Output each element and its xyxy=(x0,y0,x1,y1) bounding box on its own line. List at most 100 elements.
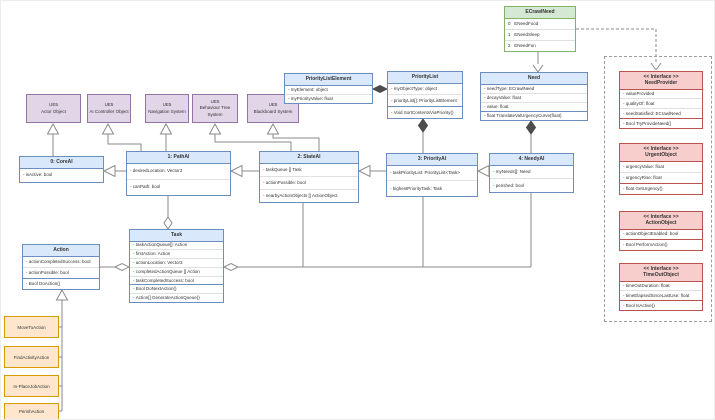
class-need: Need needType: ECrawlNeeddecayValue: flo… xyxy=(480,72,588,121)
class-title: FindActivityAction xyxy=(13,354,50,360)
member-row: decayValue: float xyxy=(481,92,587,102)
attr-list: actionObjectEnabled: bool xyxy=(620,228,702,240)
edge-action-task-aggregation xyxy=(100,262,131,272)
class-title: PerishAction xyxy=(18,409,45,414)
member-row: Void SortContentsViaPriority() xyxy=(388,107,462,118)
member-row: myPriorityValue: float xyxy=(285,93,372,103)
class-prioritylist: PriorityList myObjectType: objectpriorit… xyxy=(387,71,463,119)
class-title: 0: CoreAI xyxy=(20,157,103,168)
member-row: timeElapsedSinceLastUse: float xyxy=(620,290,702,300)
member-row: actionCompletedSuccess: bool xyxy=(23,257,99,267)
edge-coreai-inherits-actorobject xyxy=(46,122,60,156)
interface-name: TimeOutObject xyxy=(643,272,679,279)
member-row: completedActionQueue [] Action xyxy=(130,266,223,276)
attr-list: timeOutDuration: floattimeElapsedSinceLa… xyxy=(620,280,702,301)
member-row: highestPriorityTask: Task xyxy=(387,180,477,196)
edge-prioritylist-contains-element xyxy=(371,84,389,94)
member-row: myElement: object xyxy=(285,86,372,94)
class-action: Action actionCompletedSuccess: boolactio… xyxy=(22,244,100,290)
ue5-name: Behaviour Tree System xyxy=(199,105,231,117)
class-title: Need xyxy=(481,73,587,84)
ue5-org: UE5 xyxy=(210,99,220,105)
attr-list: isActive: bool xyxy=(20,167,103,183)
class-title: PriorityList xyxy=(388,72,462,83)
class-title: 1: PathAI xyxy=(127,152,230,163)
class-title: Task xyxy=(130,230,223,241)
member-row: actionLocation: Vector3 xyxy=(130,258,223,267)
ue5-name: Navigation System xyxy=(148,108,186,114)
class-priorityai: 3: PriorityAI taskPriorityList: Priority… xyxy=(386,153,478,197)
interface-title: << Interface >> TimeOutObject xyxy=(620,264,702,281)
edge-pathai-inherits-aicontroller xyxy=(101,122,142,151)
interface-timeoutobject: << Interface >> TimeOutObject timeOutDur… xyxy=(619,263,703,311)
member-row: firstAction: Action xyxy=(130,249,223,258)
attr-list: urgencyValue: floaturgencyRise: float xyxy=(620,160,702,183)
edge-needyai-has-need xyxy=(525,120,537,153)
ue5-ai-controller-object: UE5 AI Controller Object xyxy=(87,94,131,123)
edge-stateai-inherits-blackboard xyxy=(266,122,320,151)
method-list: Bool DoNextAction()Action[] GenerateActi… xyxy=(130,284,223,302)
interface-needprovider: << Interface >> NeedProvider valueProvid… xyxy=(619,71,703,129)
method-list: float GetUrgency() xyxy=(620,182,702,194)
interface-title: << Interface >> UrgentObject xyxy=(620,144,702,161)
class-findactivityaction: FindActivityAction xyxy=(4,346,59,368)
member-row: float TranslateValUrgencyCurve(float) xyxy=(481,112,587,120)
edge-priorityai-has-prioritylist xyxy=(417,118,429,153)
method-list: Bool IsActive() xyxy=(620,300,702,310)
attr-list: valueProvidedqualityOf: floatneedSatisfi… xyxy=(620,88,702,119)
member-row: needSatisfied: ECrawlNeed xyxy=(620,108,702,118)
member-row: desiredLocation: Vector3 xyxy=(127,164,230,179)
class-title: 4: NeedyAI xyxy=(490,154,573,165)
interfaces-group-frame xyxy=(604,56,712,322)
attr-list: needType: ECrawlNeeddecayValue: floatval… xyxy=(481,83,587,111)
class-perishaction: PerishAction xyxy=(4,403,59,419)
member-row: actionPossible: bool xyxy=(260,175,358,189)
edge-pathai-inherits-coreai xyxy=(102,164,126,178)
class-title: 2: StateAI xyxy=(260,152,358,163)
class-task: Task taskActionQueue[]: ActionfirstActio… xyxy=(129,229,224,303)
class-needyai: 4: NeedyAI myNeeds[]: Needperished: bool xyxy=(489,153,574,193)
class-prioritylistelement: PriorityListElement myElement: objectmyP… xyxy=(284,73,373,104)
member-row: myObjectType: object xyxy=(388,84,462,95)
ue5-behaviour-tree-system: UE5 Behaviour Tree System xyxy=(192,94,238,123)
member-row: taskQueue [] Task xyxy=(260,164,358,176)
attr-list: taskPriorityList: PriorityList<Task>high… xyxy=(387,164,477,197)
interface-title: << Interface >> NeedProvider xyxy=(620,72,702,89)
method-list: Bool DoAction() xyxy=(23,277,99,289)
member-row: actionObjectEnabled: bool xyxy=(620,230,702,240)
interface-name: ActionObject xyxy=(645,220,677,227)
member-row: priorityList[]: PriorityListElement xyxy=(388,94,462,106)
ue5-org: UE5 xyxy=(104,102,114,108)
class-movetoaction: MoveToAction xyxy=(4,316,59,338)
class-title: 3: PriorityAI xyxy=(387,154,477,165)
interface-stereotype: << Interface >> xyxy=(643,146,679,152)
member-row: float GetUrgency() xyxy=(620,184,702,194)
member-row: Bool TryProvideNeed() xyxy=(620,119,702,128)
ue5-name: Actor Object xyxy=(41,108,66,114)
member-row: value: float xyxy=(481,101,587,111)
member-row: Bool PerformAction() xyxy=(620,240,702,250)
edge-stateai-inherits-behaviourtree xyxy=(208,122,292,151)
ue5-org: UE5 xyxy=(268,102,278,108)
enum-item: 1 ENeedSleep xyxy=(505,28,575,40)
member-row: Action[] GenerateActionQueue() xyxy=(130,293,223,302)
member-row: Bool IsActive() xyxy=(620,301,702,310)
attr-list: myElement: objectmyPriorityValue: float xyxy=(285,84,372,104)
class-title: In-PlaceJobAction xyxy=(13,383,50,389)
ue5-name: AI Controller Object xyxy=(89,108,129,114)
method-list: Bool TryProvideNeed() xyxy=(620,118,702,128)
member-row: perished: bool xyxy=(490,178,573,192)
attr-list: taskQueue [] TaskactionPossible: boolnea… xyxy=(260,162,358,203)
interface-actionobject: << Interface >> ActionObject actionObjec… xyxy=(619,211,703,251)
interface-stereotype: << Interface >> xyxy=(643,266,679,272)
class-stateai: 2: StateAI taskQueue [] TaskactionPossib… xyxy=(259,151,359,203)
interface-name: UrgentObject xyxy=(645,152,677,159)
enum-title: ECrawlNeed xyxy=(505,7,575,18)
member-row: nearbyActionObjects [] ActionObject xyxy=(260,188,358,202)
member-row: isActive: bool xyxy=(20,169,103,183)
method-list: float TranslateValUrgencyCurve(float) xyxy=(481,110,587,120)
class-coreai: 0: CoreAI isActive: bool xyxy=(19,156,104,183)
